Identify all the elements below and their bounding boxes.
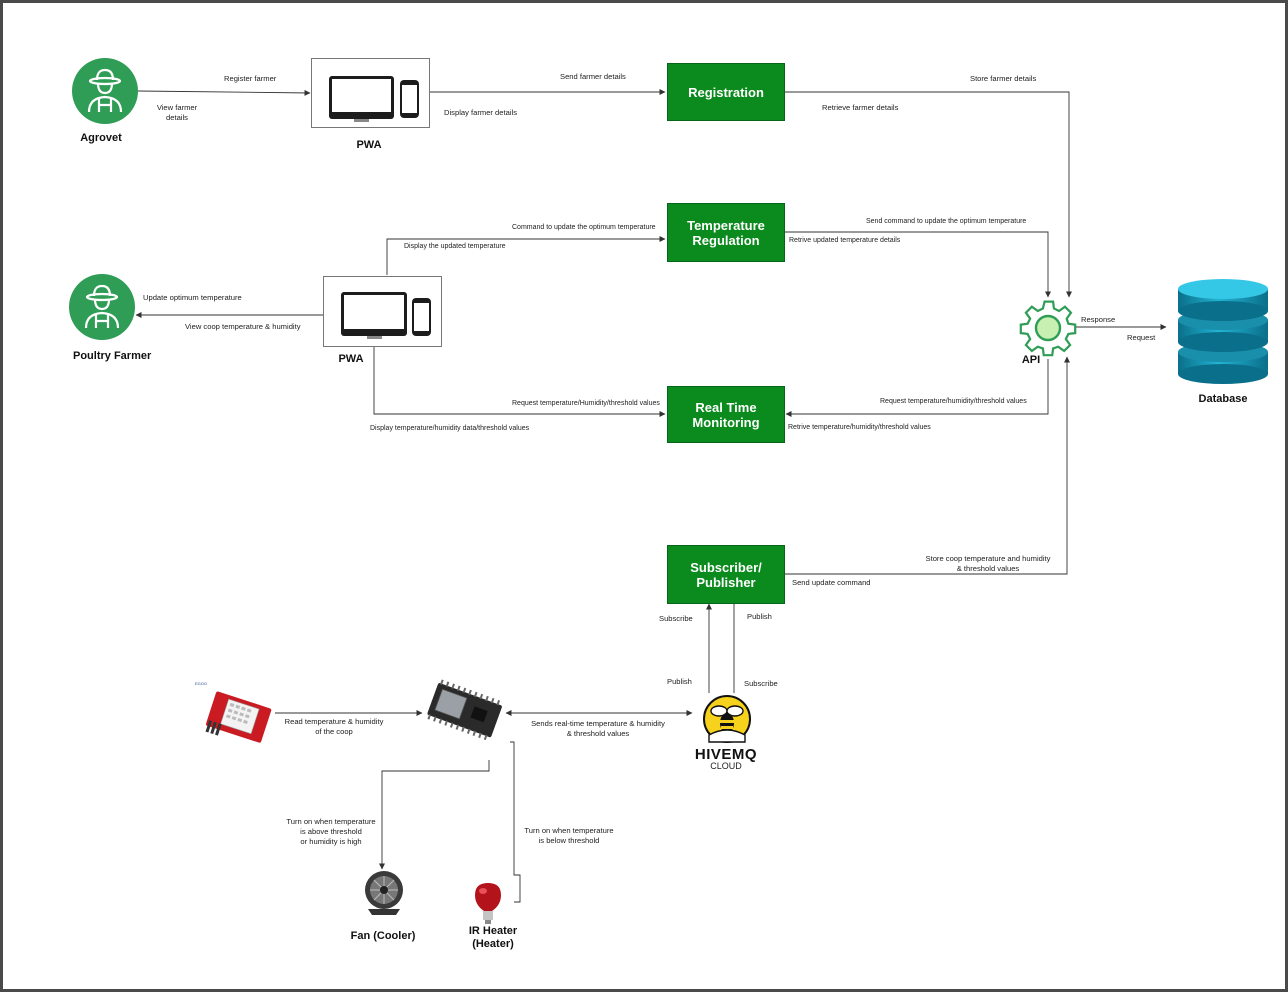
api-gear-icon <box>1017 297 1079 359</box>
edge-label-send-command-optimum: Send command to update the optimum tempe… <box>866 218 1027 225</box>
edge-send-command-optimum <box>785 231 1051 298</box>
database-cylinder-icon <box>1175 278 1271 386</box>
real-time-monitoring-box: Real Time Monitoring <box>667 386 785 443</box>
edge-heater <box>510 741 521 903</box>
poultry-farmer-icon <box>68 273 136 341</box>
edge-label-request-thv-left: Request temperature/Humidity/threshold v… <box>512 400 660 407</box>
edge-label-display-thv: Display temperature/humidity data/thresh… <box>370 425 530 432</box>
connector-layer <box>135 89 1167 903</box>
esp32-board-icon <box>422 679 506 745</box>
edge-command-update-optimum <box>386 236 666 275</box>
fan-label: Fan (Cooler) <box>350 930 416 942</box>
edge-store-farmer-details <box>785 91 1072 298</box>
edge-label-retrieve-farmer-details: Retrieve farmer details <box>822 103 899 112</box>
desktop-and-phone-icon <box>341 292 431 339</box>
edge-fan <box>379 760 490 870</box>
edge-label-store-coop: Store coop temperature and humidity & th… <box>925 554 1051 573</box>
pwa-top-card <box>311 58 430 128</box>
edge-label-fan-condition: Turn on when temperature is above thresh… <box>286 817 376 846</box>
edge-label-response: Response <box>1081 315 1116 324</box>
edge-label-subscribe-left: Subscribe <box>659 614 693 623</box>
edge-label-send-update-command: Send update command <box>792 578 871 587</box>
sensor-brand-logo: EGOO <box>194 681 207 686</box>
pwa-middle-card <box>323 276 442 347</box>
edge-label-store-farmer-details: Store farmer details <box>970 74 1037 83</box>
edge-request-thv-right <box>785 359 1049 417</box>
edge-label-display-updated-temperature: Display the updated temperature <box>404 243 506 250</box>
edge-store-coop <box>785 356 1070 575</box>
edge-label-retrive-thv: Retrive temperature/humidity/threshold v… <box>788 424 931 431</box>
edge-label-read-temperature: Read temperature & humidity of the coop <box>284 717 384 736</box>
poultry-farmer-label: Poultry Farmer <box>73 350 152 362</box>
edge-label-publish-right: Publish <box>747 612 772 621</box>
heat-lamp-icon <box>472 881 504 925</box>
subscriber-publisher-box: Subscriber/ Publisher <box>667 545 785 604</box>
database-label: Database <box>1198 393 1248 405</box>
edge-label-subscribe-right: Subscribe <box>744 679 778 688</box>
dht-sensor-icon <box>201 689 275 749</box>
api-label: API <box>1021 354 1041 366</box>
heater-label: IR Heater (Heater) <box>468 925 518 950</box>
edge-label-view-farmer-details: View farmer details <box>156 103 198 122</box>
pwa-top-label: PWA <box>356 139 382 151</box>
edge-label-register-farmer: Register farmer <box>224 74 277 83</box>
edge-label-sends-realtime: Sends real-time temperature & humidity &… <box>531 719 665 738</box>
hivemq-bee-icon <box>701 695 753 745</box>
temperature-regulation-box: Temperature Regulation <box>667 203 785 262</box>
agrovet-label: Agrovet <box>80 132 122 144</box>
fan-icon <box>363 869 405 915</box>
edge-request-thv-left <box>373 347 666 417</box>
edge-label-publish-left: Publish <box>667 677 692 686</box>
registration-box: Registration <box>667 63 785 121</box>
edge-label-update-optimum: Update optimum temperature <box>143 293 242 302</box>
edge-label-request-thv-right: Request temperature/humidity/threshold v… <box>880 398 1027 405</box>
agrovet-farmer-icon <box>71 57 139 125</box>
edge-register-farmer <box>137 89 311 96</box>
hivemq-brand: HIVEMQ <box>694 746 758 763</box>
edge-label-command-update-optimum: Command to update the optimum temperatur… <box>512 224 656 231</box>
edge-label-display-farmer-details: Display farmer details <box>444 108 518 117</box>
edge-label-send-farmer-details: Send farmer details <box>560 72 626 81</box>
edge-label-request: Request <box>1127 333 1156 342</box>
pwa-middle-label: PWA <box>338 353 364 365</box>
edge-label-heater-condition: Turn on when temperature is below thresh… <box>524 826 614 845</box>
edge-label-retrive-updated-temperature: Retrive updated temperature details <box>789 237 901 244</box>
hivemq-sub: CLOUD <box>710 761 742 771</box>
edge-label-view-coop: View coop temperature & humidity <box>185 322 301 331</box>
desktop-and-phone-icon <box>329 76 419 122</box>
